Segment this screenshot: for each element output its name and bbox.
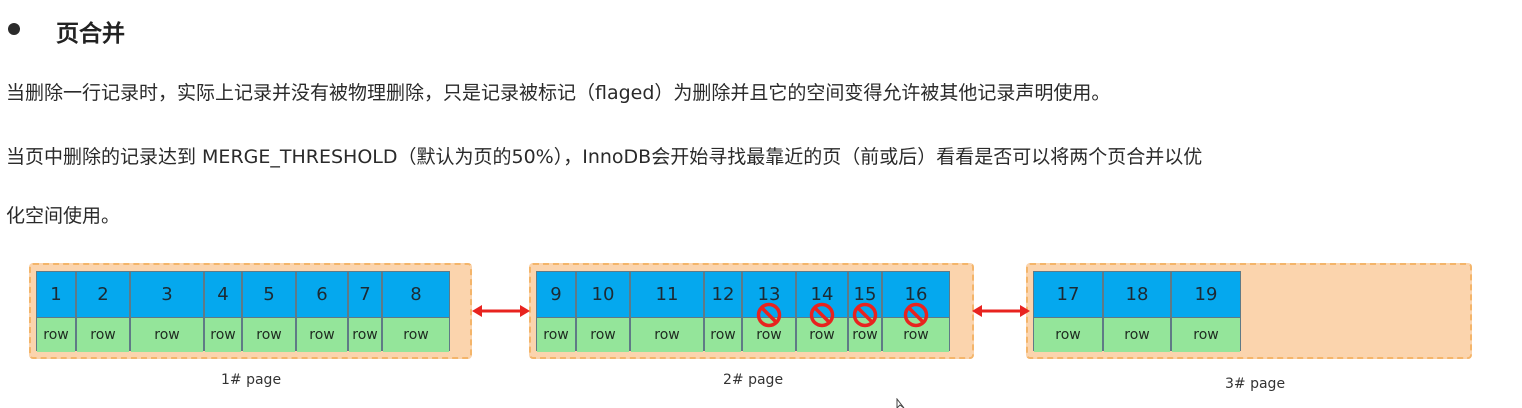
double-arrow-icon bbox=[972, 305, 1030, 317]
page-caption-3: 3# page bbox=[1225, 376, 1286, 392]
record-id: 18 bbox=[1104, 272, 1170, 318]
record-id: 4 bbox=[205, 272, 241, 318]
record-row: row bbox=[37, 318, 75, 352]
page-caption-2: 2# page bbox=[723, 372, 784, 388]
record-id: 13 bbox=[743, 272, 795, 318]
record-id: 10 bbox=[577, 272, 629, 318]
record-id: 15 bbox=[849, 272, 881, 318]
record-row: row bbox=[537, 318, 575, 352]
record-id: 6 bbox=[297, 272, 347, 318]
record-row: row bbox=[383, 318, 449, 352]
bullet-dot-icon bbox=[8, 23, 20, 35]
record-id: 3 bbox=[131, 272, 203, 318]
paragraph-3: 化空间使用。 bbox=[6, 205, 121, 227]
section-heading: 页合并 bbox=[56, 21, 125, 47]
record-row: row bbox=[77, 318, 129, 352]
record-id: 9 bbox=[537, 272, 575, 318]
record-row: row bbox=[1034, 318, 1102, 352]
record-id: 12 bbox=[705, 272, 741, 318]
record-row: row bbox=[243, 318, 295, 352]
record-row: row bbox=[131, 318, 203, 352]
paragraph-1: 当删除一行记录时，实际上记录并没有被物理删除，只是记录被标记（flaged）为删… bbox=[6, 82, 1111, 104]
record-row: row bbox=[577, 318, 629, 352]
record-id: 5 bbox=[243, 272, 295, 318]
record-row: row bbox=[883, 318, 949, 352]
record-id: 2 bbox=[77, 272, 129, 318]
record-id: 1 bbox=[37, 272, 75, 318]
record-id: 17 bbox=[1034, 272, 1102, 318]
record-row: row bbox=[797, 318, 847, 352]
record-row: row bbox=[849, 318, 881, 352]
record-row: row bbox=[205, 318, 241, 352]
record-row: row bbox=[297, 318, 347, 352]
record-row: row bbox=[349, 318, 381, 352]
record-row: row bbox=[631, 318, 703, 352]
record-row: row bbox=[743, 318, 795, 352]
record-id: 8 bbox=[383, 272, 449, 318]
record-row: row bbox=[1172, 318, 1240, 352]
mouse-cursor-icon bbox=[896, 398, 905, 408]
page-caption-1: 1# page bbox=[221, 372, 282, 388]
record-row: row bbox=[1104, 318, 1170, 352]
paragraph-2: 当页中删除的记录达到 MERGE_THRESHOLD（默认为页的50%），Inn… bbox=[6, 146, 1203, 168]
record-id: 19 bbox=[1172, 272, 1240, 318]
record-id: 16 bbox=[883, 272, 949, 318]
record-id: 11 bbox=[631, 272, 703, 318]
record-id: 7 bbox=[349, 272, 381, 318]
record-id: 14 bbox=[797, 272, 847, 318]
double-arrow-icon bbox=[472, 305, 530, 317]
record-row: row bbox=[705, 318, 741, 352]
